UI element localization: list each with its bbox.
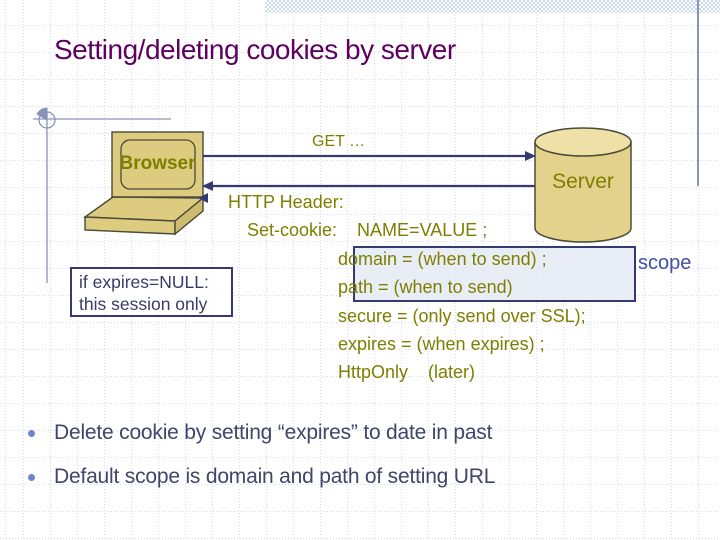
- compass-icon: [33, 107, 171, 283]
- bullet-delete-cookie: Delete cookie by setting “expires” to da…: [28, 421, 492, 445]
- cookie-attr-domain: domain = (when to send) ;: [338, 249, 547, 269]
- set-cookie-line: Set-cookie: NAME=VALUE ;: [247, 220, 488, 240]
- scope-highlight-box: [353, 246, 636, 302]
- expires-note-line1: if expires=NULL:: [79, 272, 209, 292]
- bullet-text: Delete cookie by setting “expires” to da…: [54, 421, 493, 444]
- expires-note-box: if expires=NULL: this session only: [70, 267, 233, 317]
- bullet-default-scope: Default scope is domain and path of sett…: [28, 465, 495, 489]
- expires-note-line2: this session only: [79, 294, 208, 314]
- scope-label: scope: [638, 252, 692, 274]
- cookie-attr-expires: expires = (when expires) ;: [338, 334, 545, 354]
- bullet-dot-icon: [28, 430, 35, 437]
- cookie-attr-httponly: HttpOnly (later): [338, 362, 476, 382]
- cookie-attr-secure: secure = (only send over SSL);: [338, 306, 586, 326]
- request-arrow: [203, 151, 536, 161]
- browser-label: Browser: [119, 153, 196, 174]
- bullet-dot-icon: [28, 474, 35, 481]
- cookie-attr-path: path = (when to send): [338, 277, 513, 297]
- top-band-decoration: [265, 0, 720, 13]
- slide-title: Setting/deleting cookies by server: [54, 34, 456, 65]
- http-header-title: HTTP Header:: [228, 192, 344, 212]
- right-edge-rule: [697, 0, 699, 186]
- server-label: Server: [552, 170, 614, 193]
- bullet-text: Default scope is domain and path of sett…: [54, 465, 496, 488]
- get-request-label: GET …: [312, 133, 366, 150]
- browser-computer-icon: [82, 131, 205, 236]
